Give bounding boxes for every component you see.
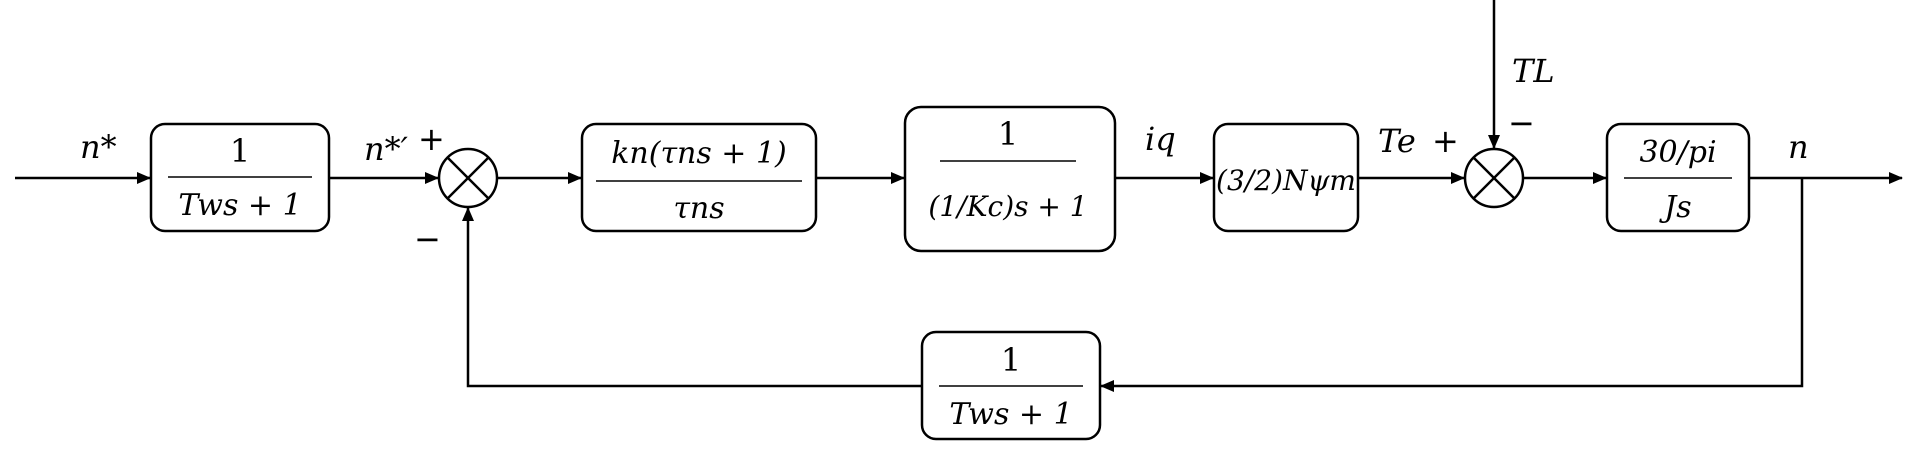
block-feedback-filter: 1 Tws + 1: [920, 330, 1102, 441]
current-denominator: (1/Kc)s + 1: [928, 190, 1087, 223]
block-prefilter: 1 Tws + 1: [149, 122, 331, 233]
prefilter-denominator: Tws + 1: [178, 188, 301, 223]
feedback-numerator: 1: [1001, 341, 1021, 379]
block-mechanical: 30/pi Js: [1605, 122, 1751, 233]
feedback-denominator: Tws + 1: [949, 397, 1072, 432]
sign-sum2-minus: −: [1508, 104, 1535, 142]
sign-sum1-minus: −: [414, 220, 441, 258]
label-torque-signal: Te: [1378, 122, 1416, 160]
block-speed-controller: kn(τns + 1) τns: [580, 122, 818, 233]
summing-junction-1: [437, 147, 499, 209]
summing-junction-2: [1463, 147, 1525, 209]
sign-sum2-plus: +: [1432, 122, 1459, 160]
label-output-signal: n: [1788, 128, 1809, 166]
controller-numerator: kn(τns + 1): [611, 136, 787, 171]
wire-feedback-return: [462, 207, 921, 388]
sign-sum1-plus: +: [418, 120, 445, 158]
controller-denominator: τns: [673, 191, 724, 226]
current-numerator: 1: [998, 115, 1018, 153]
wire-feedback-down: [1100, 178, 1804, 392]
label-load-torque: TL: [1512, 52, 1555, 90]
mechanical-numerator: 30/pi: [1639, 135, 1716, 170]
block-torque-gain: (3/2)Nψm: [1212, 122, 1360, 233]
mechanical-denominator: Js: [1658, 190, 1691, 225]
block-current-loop: 1 (1/Kc)s + 1: [903, 105, 1117, 253]
signal-wires: [15, 0, 1903, 392]
label-prefiltered-signal: n*′: [364, 130, 409, 168]
torque-gain-expression: (3/2)Nψm: [1216, 164, 1356, 197]
label-current-signal: iq: [1145, 120, 1176, 158]
label-input-signal: n*: [80, 128, 117, 166]
prefilter-numerator: 1: [230, 132, 250, 170]
